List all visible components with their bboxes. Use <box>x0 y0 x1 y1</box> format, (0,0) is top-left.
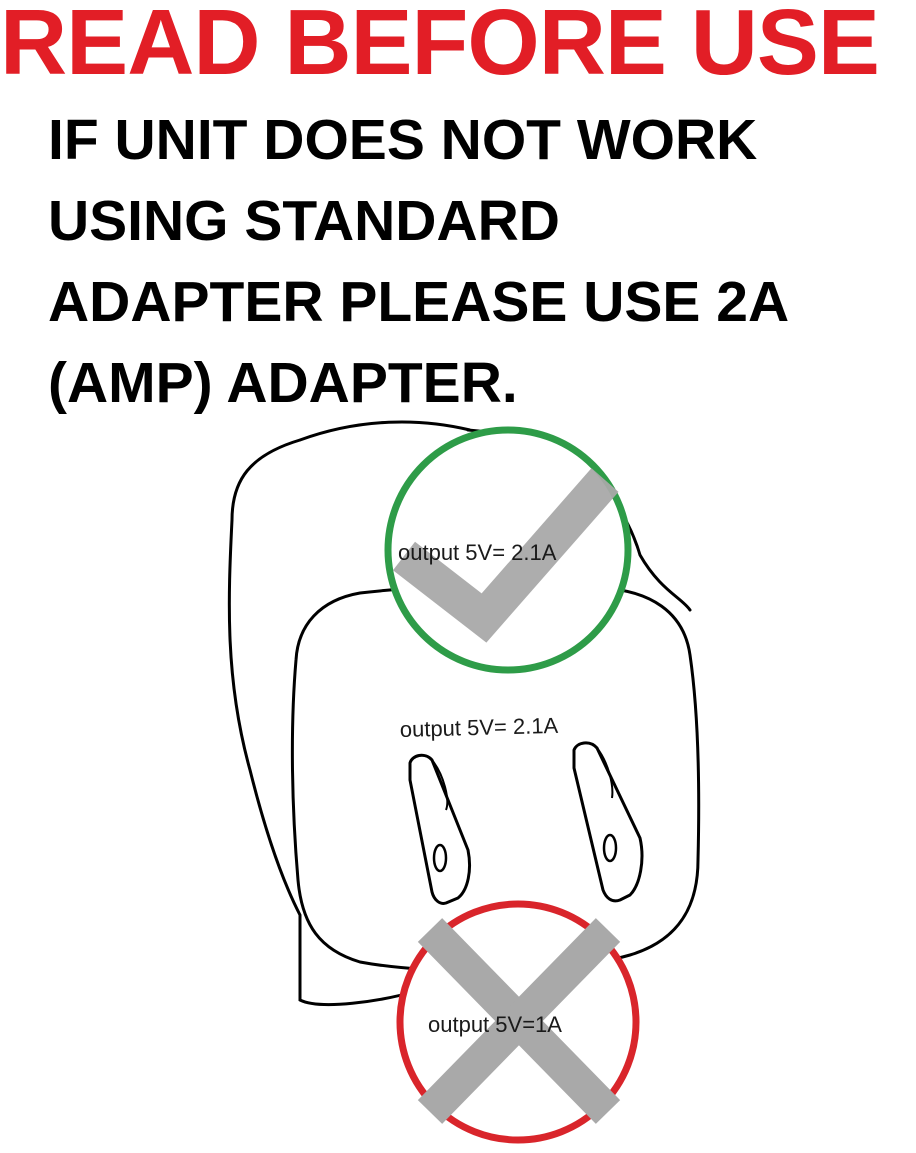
warning-line-2: USING STANDARD <box>48 189 560 253</box>
wrong-output-label: output 5V=1A <box>428 1012 562 1037</box>
warning-message: IF UNIT DOES NOT WORK USING STANDARD ADA… <box>48 100 908 424</box>
page-title: READ BEFORE USE <box>0 0 880 94</box>
correct-adapter-callout: output 5V= 2.1A <box>384 426 632 674</box>
warning-line-4: (AMP) ADAPTER. <box>48 351 518 415</box>
warning-line-1: IF UNIT DOES NOT WORK <box>48 108 758 172</box>
left-prong-icon <box>408 753 472 905</box>
adapter-output-label: output 5V= 2.1A <box>399 713 558 742</box>
cross-icon <box>417 918 621 1124</box>
correct-output-label: output 5V= 2.1A <box>398 540 557 565</box>
wrong-adapter-callout: output 5V=1A <box>396 900 640 1144</box>
adapter-top-outline <box>299 420 471 442</box>
checkmark-icon <box>392 468 619 643</box>
right-prong-icon <box>572 741 644 903</box>
warning-line-3: ADAPTER PLEASE USE 2A <box>48 270 790 334</box>
